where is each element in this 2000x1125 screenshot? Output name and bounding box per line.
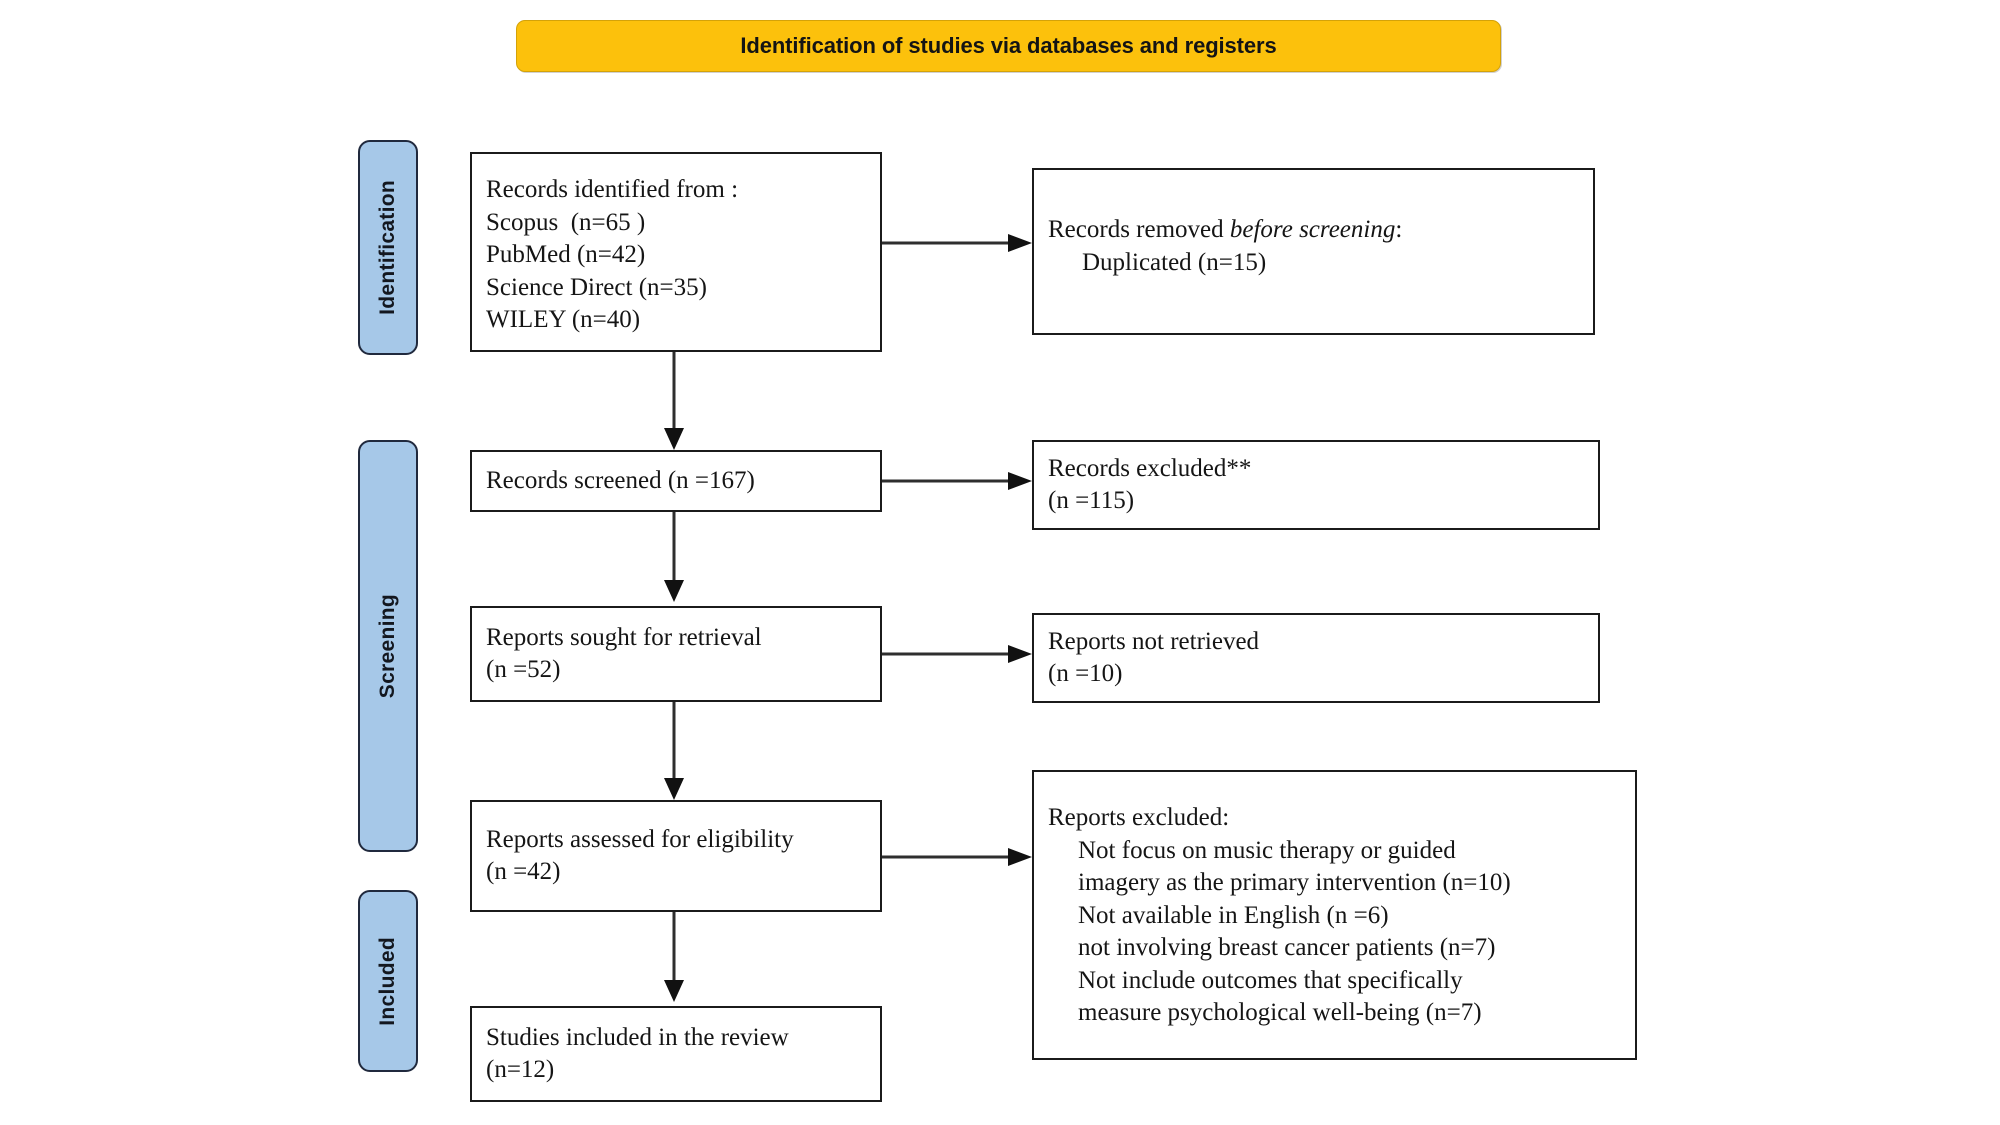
- reports-assessed-line-2: (n =42): [486, 858, 561, 885]
- reports-excluded-reason-2: imagery as the primary intervention (n=1…: [1078, 869, 1511, 896]
- arrow-identified-to-removed: [882, 232, 1032, 254]
- reports-sought-line-2: (n =52): [486, 656, 561, 683]
- records-removed-italic: before screening: [1229, 216, 1396, 243]
- reports-excluded-reason-6: measure psychological well-being (n=7): [1078, 999, 1482, 1026]
- stage-label-screening: Screening: [358, 440, 418, 852]
- records-identified-line-3: PubMed (n=42): [486, 241, 646, 268]
- box-reports-sought: Reports sought for retrieval (n =52): [470, 606, 882, 702]
- records-identified-line-1: Records identified from :: [486, 176, 739, 203]
- header-banner: Identification of studies via databases …: [516, 20, 1501, 72]
- stage-label-identification: Identification: [358, 140, 418, 355]
- records-removed-pre: Records removed: [1048, 216, 1230, 243]
- reports-not-retrieved-line-2: (n =10): [1048, 660, 1123, 687]
- reports-excluded-heading: Reports excluded:: [1048, 804, 1230, 831]
- arrow-assessed-to-included: [662, 912, 686, 1002]
- arrow-screened-to-excluded: [882, 470, 1032, 492]
- reports-excluded-reason-3: Not available in English (n =6): [1078, 901, 1389, 929]
- box-reports-not-retrieved: Reports not retrieved (n =10): [1032, 613, 1600, 703]
- records-removed-line-2: Duplicated (n=15): [1082, 248, 1267, 276]
- reports-excluded-reason-4: not involving breast cancer patients (n=…: [1078, 934, 1496, 961]
- arrow-identified-to-screened: [662, 352, 686, 450]
- records-identified-line-5: WILEY (n=40): [486, 306, 641, 333]
- box-reports-assessed: Reports assessed for eligibility (n =42): [470, 800, 882, 912]
- box-records-identified: Records identified from : Scopus (n=65 )…: [470, 152, 882, 352]
- reports-assessed-line-1: Reports assessed for eligibility: [486, 825, 794, 853]
- arrow-sought-to-assessed: [662, 702, 686, 800]
- records-excluded-line-2: (n =115): [1048, 487, 1135, 514]
- reports-sought-line-1: Reports sought for retrieval: [486, 623, 762, 651]
- box-reports-excluded: Reports excluded: Not focus on music the…: [1032, 770, 1637, 1060]
- reports-not-retrieved-line-1: Reports not retrieved: [1048, 627, 1260, 655]
- stage-label-included-text: Included: [376, 936, 399, 1026]
- box-records-excluded: Records excluded** (n =115): [1032, 440, 1600, 530]
- stage-label-screening-text: Screening: [376, 593, 399, 699]
- arrow-assessed-to-excluded: [882, 846, 1032, 868]
- records-identified-line-2: Scopus (n=65 ): [486, 208, 646, 236]
- box-records-removed: Records removed before screening: Duplic…: [1032, 168, 1595, 335]
- records-screened-line-1: Records screened (n =167): [486, 466, 755, 494]
- arrow-screened-to-sought: [662, 512, 686, 602]
- records-removed-post: :: [1395, 216, 1403, 243]
- box-records-screened: Records screened (n =167): [470, 450, 882, 512]
- stage-label-included: Included: [358, 890, 418, 1072]
- reports-excluded-reason-1: Not focus on music therapy or guided: [1078, 836, 1456, 864]
- header-title: Identification of studies via databases …: [740, 33, 1277, 58]
- reports-excluded-reason-5: Not include outcomes that specifically: [1078, 966, 1463, 994]
- stage-label-identification-text: Identification: [376, 180, 399, 315]
- records-identified-line-4: Science Direct (n=35): [486, 273, 707, 301]
- records-excluded-line-1: Records excluded**: [1048, 454, 1252, 482]
- records-removed-line-1: Records removed before screening:: [1048, 214, 1579, 247]
- box-studies-included: Studies included in the review (n=12): [470, 1006, 882, 1102]
- studies-included-line-2: (n=12): [486, 1056, 555, 1083]
- studies-included-line-1: Studies included in the review: [486, 1023, 789, 1051]
- arrow-sought-to-not-retrieved: [882, 643, 1032, 665]
